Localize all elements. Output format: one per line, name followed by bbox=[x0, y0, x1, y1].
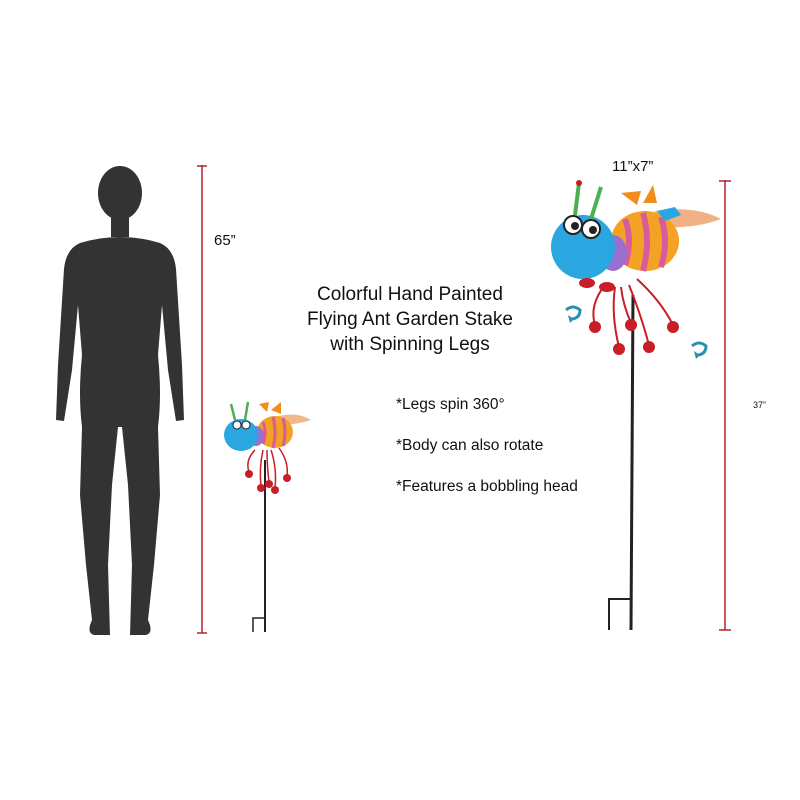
feature-legs-spin: *Legs spin 360° bbox=[396, 396, 505, 413]
person-height-line bbox=[197, 165, 207, 634]
head-size-label: 11”x7” bbox=[612, 158, 654, 175]
human-silhouette bbox=[56, 166, 184, 635]
rotate-arrow-icon bbox=[691, 341, 708, 359]
product-title: Colorful Hand Painted Flying Ant Garden … bbox=[255, 282, 565, 357]
stake-height-line bbox=[719, 180, 731, 631]
stake-height-label: 37” bbox=[753, 400, 767, 410]
feature-body-rotate: *Body can also rotate bbox=[396, 437, 544, 454]
title-line-3: with Spinning Legs bbox=[330, 334, 490, 355]
title-line-2: Flying Ant Garden Stake bbox=[307, 309, 513, 330]
small-ant-stake-image bbox=[224, 401, 311, 632]
large-ant-stake-image bbox=[551, 180, 721, 631]
rotate-arrow-icon bbox=[565, 305, 582, 323]
person-height-label: 65” bbox=[214, 232, 236, 249]
feature-bobbling-head: *Features a bobbling head bbox=[396, 478, 578, 495]
title-line-1: Colorful Hand Painted bbox=[317, 284, 503, 305]
